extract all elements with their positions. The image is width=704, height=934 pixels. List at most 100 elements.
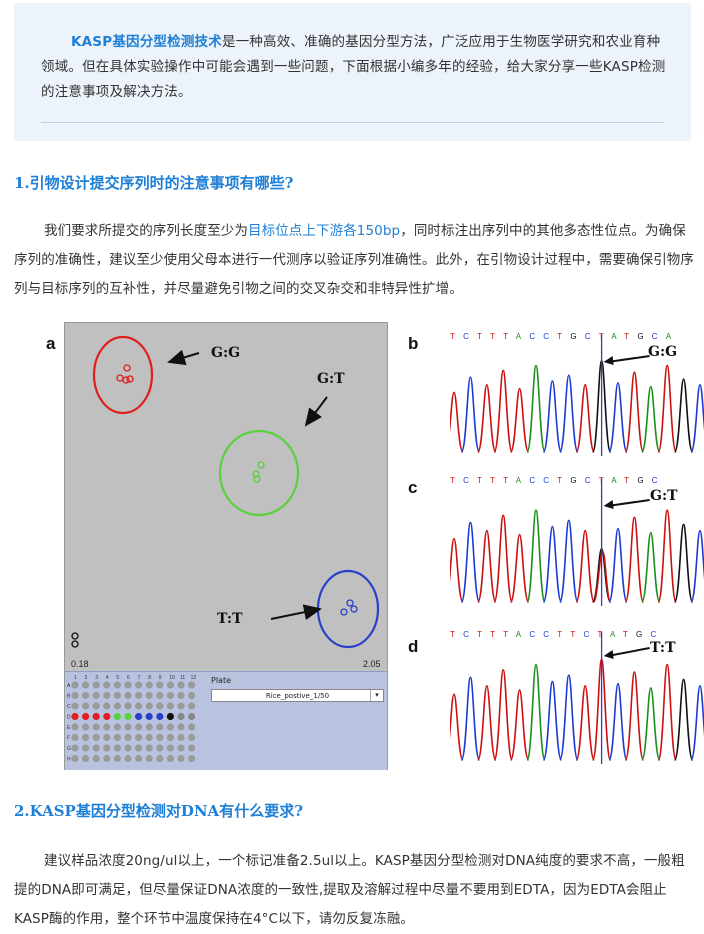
- plate-well[interactable]: [135, 681, 143, 689]
- plate-well[interactable]: [82, 723, 90, 731]
- plate-well[interactable]: [156, 681, 164, 689]
- plate-well[interactable]: [166, 712, 174, 721]
- plate-well[interactable]: [82, 681, 90, 689]
- plate-well[interactable]: [188, 712, 196, 721]
- plate-well[interactable]: [103, 681, 111, 689]
- plate-well[interactable]: [103, 702, 111, 710]
- plate-well[interactable]: [103, 723, 111, 731]
- plate-well[interactable]: [103, 712, 111, 721]
- plate-well[interactable]: [188, 723, 196, 731]
- plate-well[interactable]: [188, 702, 196, 710]
- plate-well[interactable]: [124, 702, 132, 710]
- plate-well[interactable]: [71, 712, 79, 721]
- plate-select[interactable]: Rice_postive_1/50 ▾: [211, 689, 384, 702]
- plate-well[interactable]: [124, 723, 132, 731]
- plate-well[interactable]: [92, 723, 100, 731]
- plate-well[interactable]: [82, 744, 90, 752]
- plate-well[interactable]: [177, 702, 185, 710]
- plate-well[interactable]: [156, 744, 164, 752]
- plate-well[interactable]: [166, 691, 174, 700]
- plate-well[interactable]: [82, 691, 90, 700]
- plate-well[interactable]: [103, 733, 111, 742]
- plate-well[interactable]: [71, 744, 79, 752]
- plate-well[interactable]: [145, 681, 153, 689]
- plate-well[interactable]: [124, 744, 132, 752]
- plate-well[interactable]: [177, 691, 185, 700]
- plate-well[interactable]: [135, 744, 143, 752]
- plate-well[interactable]: [92, 691, 100, 700]
- plate-well[interactable]: [71, 754, 79, 763]
- plate-well[interactable]: [188, 733, 196, 742]
- plate-well[interactable]: [113, 733, 121, 742]
- plate-well[interactable]: [145, 733, 153, 742]
- plate-well[interactable]: [103, 744, 111, 752]
- plate-well[interactable]: [92, 754, 100, 763]
- plate-well[interactable]: [156, 691, 164, 700]
- plate-well[interactable]: [145, 723, 153, 731]
- plate-well[interactable]: [177, 723, 185, 731]
- plate-well[interactable]: [82, 733, 90, 742]
- plate-well[interactable]: [156, 733, 164, 742]
- plate-well[interactable]: [71, 702, 79, 710]
- plate-row-label: G: [67, 746, 71, 752]
- plate-well[interactable]: [113, 712, 121, 721]
- plate-well[interactable]: [113, 681, 121, 689]
- plate-well[interactable]: [92, 702, 100, 710]
- plate-well[interactable]: [113, 744, 121, 752]
- plate-well[interactable]: [156, 702, 164, 710]
- plate-well[interactable]: [166, 754, 174, 763]
- plate-well[interactable]: [156, 754, 164, 763]
- chromatogram-d-sequence: TCTTTACCTTCTATGC: [450, 630, 664, 639]
- plate-well[interactable]: [113, 691, 121, 700]
- plate-well[interactable]: [82, 702, 90, 710]
- plate-well[interactable]: [145, 754, 153, 763]
- plate-well[interactable]: [135, 733, 143, 742]
- plate-well[interactable]: [145, 702, 153, 710]
- plate-well[interactable]: [166, 744, 174, 752]
- plate-well[interactable]: [166, 681, 174, 689]
- plate-well[interactable]: [124, 712, 132, 721]
- plate-well[interactable]: [135, 702, 143, 710]
- plate-well[interactable]: [166, 723, 174, 731]
- plate-well[interactable]: [113, 754, 121, 763]
- plate-well[interactable]: [177, 744, 185, 752]
- plate-well[interactable]: [135, 691, 143, 700]
- plate-well[interactable]: [166, 702, 174, 710]
- plate-well[interactable]: [188, 744, 196, 752]
- plate-well[interactable]: [71, 733, 79, 742]
- plate-well[interactable]: [113, 723, 121, 731]
- plate-well[interactable]: [103, 754, 111, 763]
- plate-well[interactable]: [188, 691, 196, 700]
- plate-well[interactable]: [145, 691, 153, 700]
- plate-well[interactable]: [92, 733, 100, 742]
- plate-well[interactable]: [124, 681, 132, 689]
- plate-well[interactable]: [71, 691, 79, 700]
- plate-well[interactable]: [135, 754, 143, 763]
- plate-well[interactable]: [82, 754, 90, 763]
- plate-well[interactable]: [177, 681, 185, 689]
- plate-well[interactable]: [92, 681, 100, 689]
- plate-well[interactable]: [92, 712, 100, 721]
- plate-well[interactable]: [166, 733, 174, 742]
- plate-well[interactable]: [177, 712, 185, 721]
- plate-well[interactable]: [156, 712, 164, 721]
- plate-well[interactable]: [188, 681, 196, 689]
- plate-well[interactable]: [135, 723, 143, 731]
- plate-well[interactable]: [135, 712, 143, 721]
- plate-well[interactable]: [71, 681, 79, 689]
- chevron-down-icon[interactable]: ▾: [370, 690, 383, 701]
- plate-well[interactable]: [124, 691, 132, 700]
- plate-well[interactable]: [71, 723, 79, 731]
- plate-well[interactable]: [124, 754, 132, 763]
- plate-well[interactable]: [188, 754, 196, 763]
- plate-well[interactable]: [177, 754, 185, 763]
- plate-well[interactable]: [145, 744, 153, 752]
- plate-well[interactable]: [177, 733, 185, 742]
- plate-well[interactable]: [145, 712, 153, 721]
- plate-well[interactable]: [124, 733, 132, 742]
- plate-well[interactable]: [92, 744, 100, 752]
- plate-well[interactable]: [113, 702, 121, 710]
- plate-well[interactable]: [103, 691, 111, 700]
- plate-well[interactable]: [156, 723, 164, 731]
- plate-well[interactable]: [82, 712, 90, 721]
